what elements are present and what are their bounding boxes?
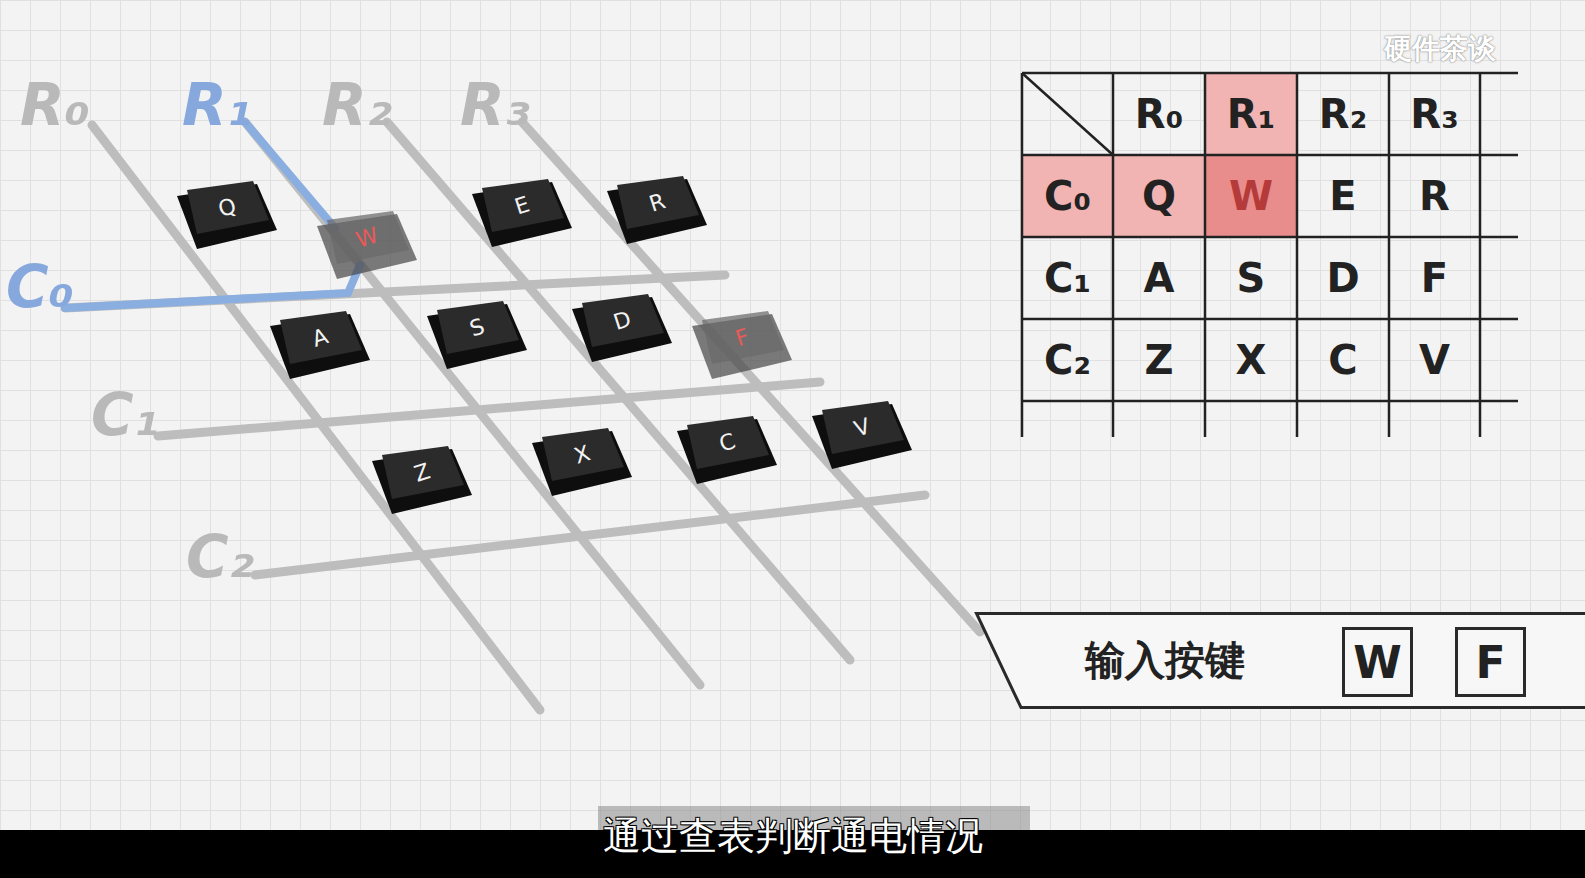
row-wire xyxy=(387,122,850,660)
highlight-cell xyxy=(1205,155,1297,237)
column-wire xyxy=(255,495,925,575)
wire-label: R₀ xyxy=(10,70,100,140)
table-cell: R₀ xyxy=(1113,73,1205,155)
table-cell: R₃ xyxy=(1389,73,1480,155)
key-box: W xyxy=(1342,627,1413,697)
table-cell: E xyxy=(1297,155,1389,237)
pressed-keycap: F xyxy=(688,310,792,380)
wire-label: R₁ xyxy=(172,70,262,140)
keycap: Q xyxy=(173,180,277,250)
keycap: E xyxy=(468,178,572,248)
keycap: D xyxy=(568,293,672,363)
wire-label: R₃ xyxy=(450,70,540,140)
table-cell: R xyxy=(1389,155,1480,237)
wire-label: C₀ xyxy=(0,252,80,322)
wire-label: R₂ xyxy=(312,70,402,140)
keycap: Z xyxy=(368,445,472,515)
table-cell: Z xyxy=(1113,319,1205,401)
pressed-keycap: W xyxy=(313,210,417,280)
row-wire xyxy=(522,122,980,632)
keycap: X xyxy=(528,427,632,497)
keycap: A xyxy=(266,310,370,380)
wire-label: C₁ xyxy=(80,380,170,450)
table-cell: R₁ xyxy=(1205,73,1297,155)
key-box: F xyxy=(1455,627,1526,697)
highlight-cell xyxy=(1205,73,1297,155)
table-cell: C₁ xyxy=(1022,237,1113,319)
active-column-wire xyxy=(65,265,360,308)
table-cell: W xyxy=(1205,155,1297,237)
table-cell: C₀ xyxy=(1022,155,1113,237)
panel-title: 输入按键 xyxy=(1035,612,1295,709)
table-cell: Q xyxy=(1113,155,1205,237)
subtitle: 通过查表判断通电情况 xyxy=(0,810,1585,862)
keycap: C xyxy=(673,415,777,485)
table-cell: C₂ xyxy=(1022,319,1113,401)
table-cell: X xyxy=(1205,319,1297,401)
keycap: V xyxy=(808,400,912,470)
table-cell: A xyxy=(1113,237,1205,319)
key-letter: F xyxy=(1455,627,1526,697)
table-cell: D xyxy=(1297,237,1389,319)
table-cell: S xyxy=(1205,237,1297,319)
keycap: R xyxy=(603,175,707,245)
lookup-table xyxy=(1022,73,1518,437)
watermark: 硬件茶谈 xyxy=(1370,28,1510,70)
key-letter: W xyxy=(1342,627,1413,697)
keycap: S xyxy=(423,300,527,370)
table-cell: C xyxy=(1297,319,1389,401)
table-cell: V xyxy=(1389,319,1480,401)
wire-label: C₂ xyxy=(175,522,265,592)
table-cell: R₂ xyxy=(1297,73,1389,155)
table-cell: F xyxy=(1389,237,1480,319)
input-panel: 输入按键 WF xyxy=(975,612,1585,709)
